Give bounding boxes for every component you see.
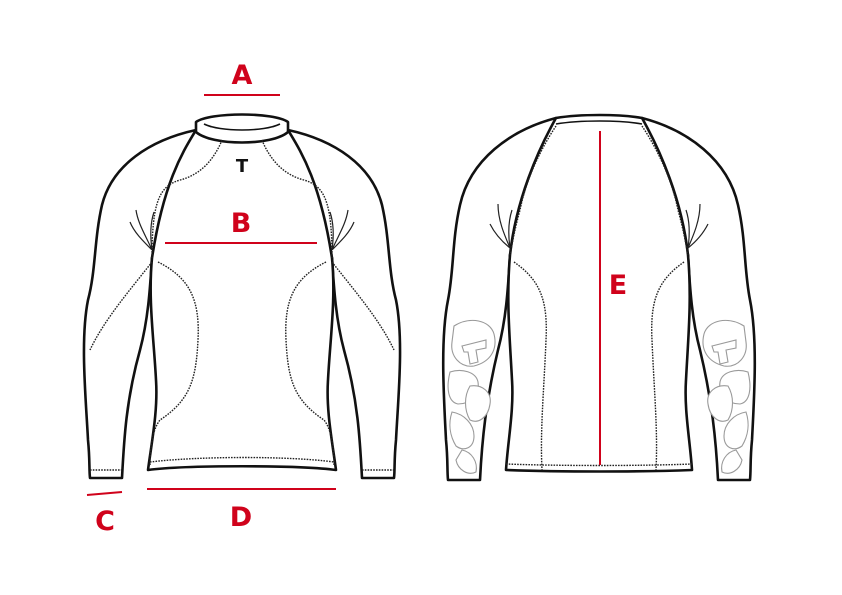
measurement-a: A <box>204 60 280 96</box>
measurement-d-label: D <box>230 502 252 533</box>
front-collar <box>194 113 290 144</box>
back-left-elbow-pad <box>447 319 496 474</box>
measurement-c-label: C <box>95 506 115 537</box>
measurement-e: E <box>599 131 627 465</box>
measurement-b: B <box>165 208 317 244</box>
measurement-d: D <box>147 488 336 533</box>
front-body <box>146 128 338 472</box>
brand-logo: T <box>236 156 249 177</box>
back-right-elbow-pad <box>702 319 751 474</box>
measurement-a-label: A <box>232 60 253 91</box>
measurement-e-label: E <box>609 270 627 301</box>
front-shirt-view: T <box>82 113 402 480</box>
measurement-c: C <box>86 491 123 537</box>
measurement-b-label: B <box>231 208 252 239</box>
